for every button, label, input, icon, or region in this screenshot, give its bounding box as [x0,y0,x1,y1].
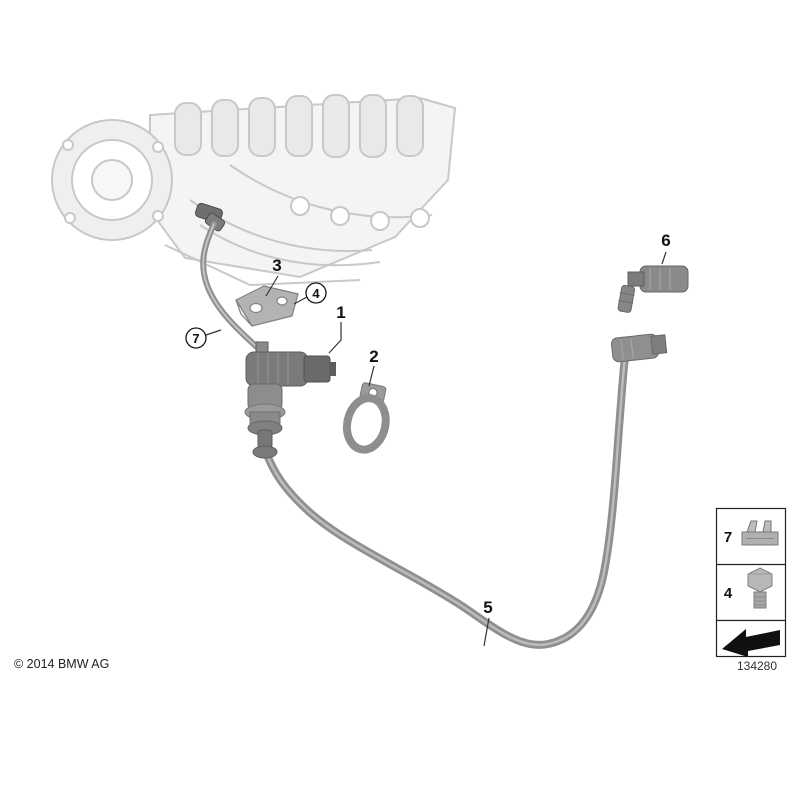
legend-item-7: 7 [724,520,779,546]
clip-icon [741,520,779,546]
bolt-icon [747,567,773,609]
copyright-notice: © 2014 BMW AG [14,657,109,671]
hose-end-connector [610,333,668,363]
vent-valve [244,341,336,449]
quick-connector-6 [617,265,689,313]
callout-4-circle: 4 [305,282,327,304]
legend-label-7: 7 [724,529,732,546]
fuel-vent-hose [252,354,629,649]
callout-5: 5 [483,598,492,617]
mounting-bracket [235,285,299,327]
engine-intake-manifold [51,94,457,287]
callout-3: 3 [272,256,281,275]
legend-box: 7 4 [715,507,787,622]
direction-arrow-icon [722,629,780,657]
callout-7-circle: 7 [185,327,207,349]
callout-6: 6 [661,231,670,250]
leader-lines [205,251,667,647]
callout-4: 4 [312,286,320,301]
callout-1: 1 [336,303,345,322]
legend-label-4: 4 [724,585,733,602]
upper-vent-pipe [200,221,261,351]
callout-2: 2 [369,347,378,366]
part-number: 134280 [737,659,777,673]
direction-symbol-box [715,619,787,658]
hose-clamp [342,382,390,454]
callout-7: 7 [192,331,199,346]
legend-item-4: 4 [724,567,773,609]
